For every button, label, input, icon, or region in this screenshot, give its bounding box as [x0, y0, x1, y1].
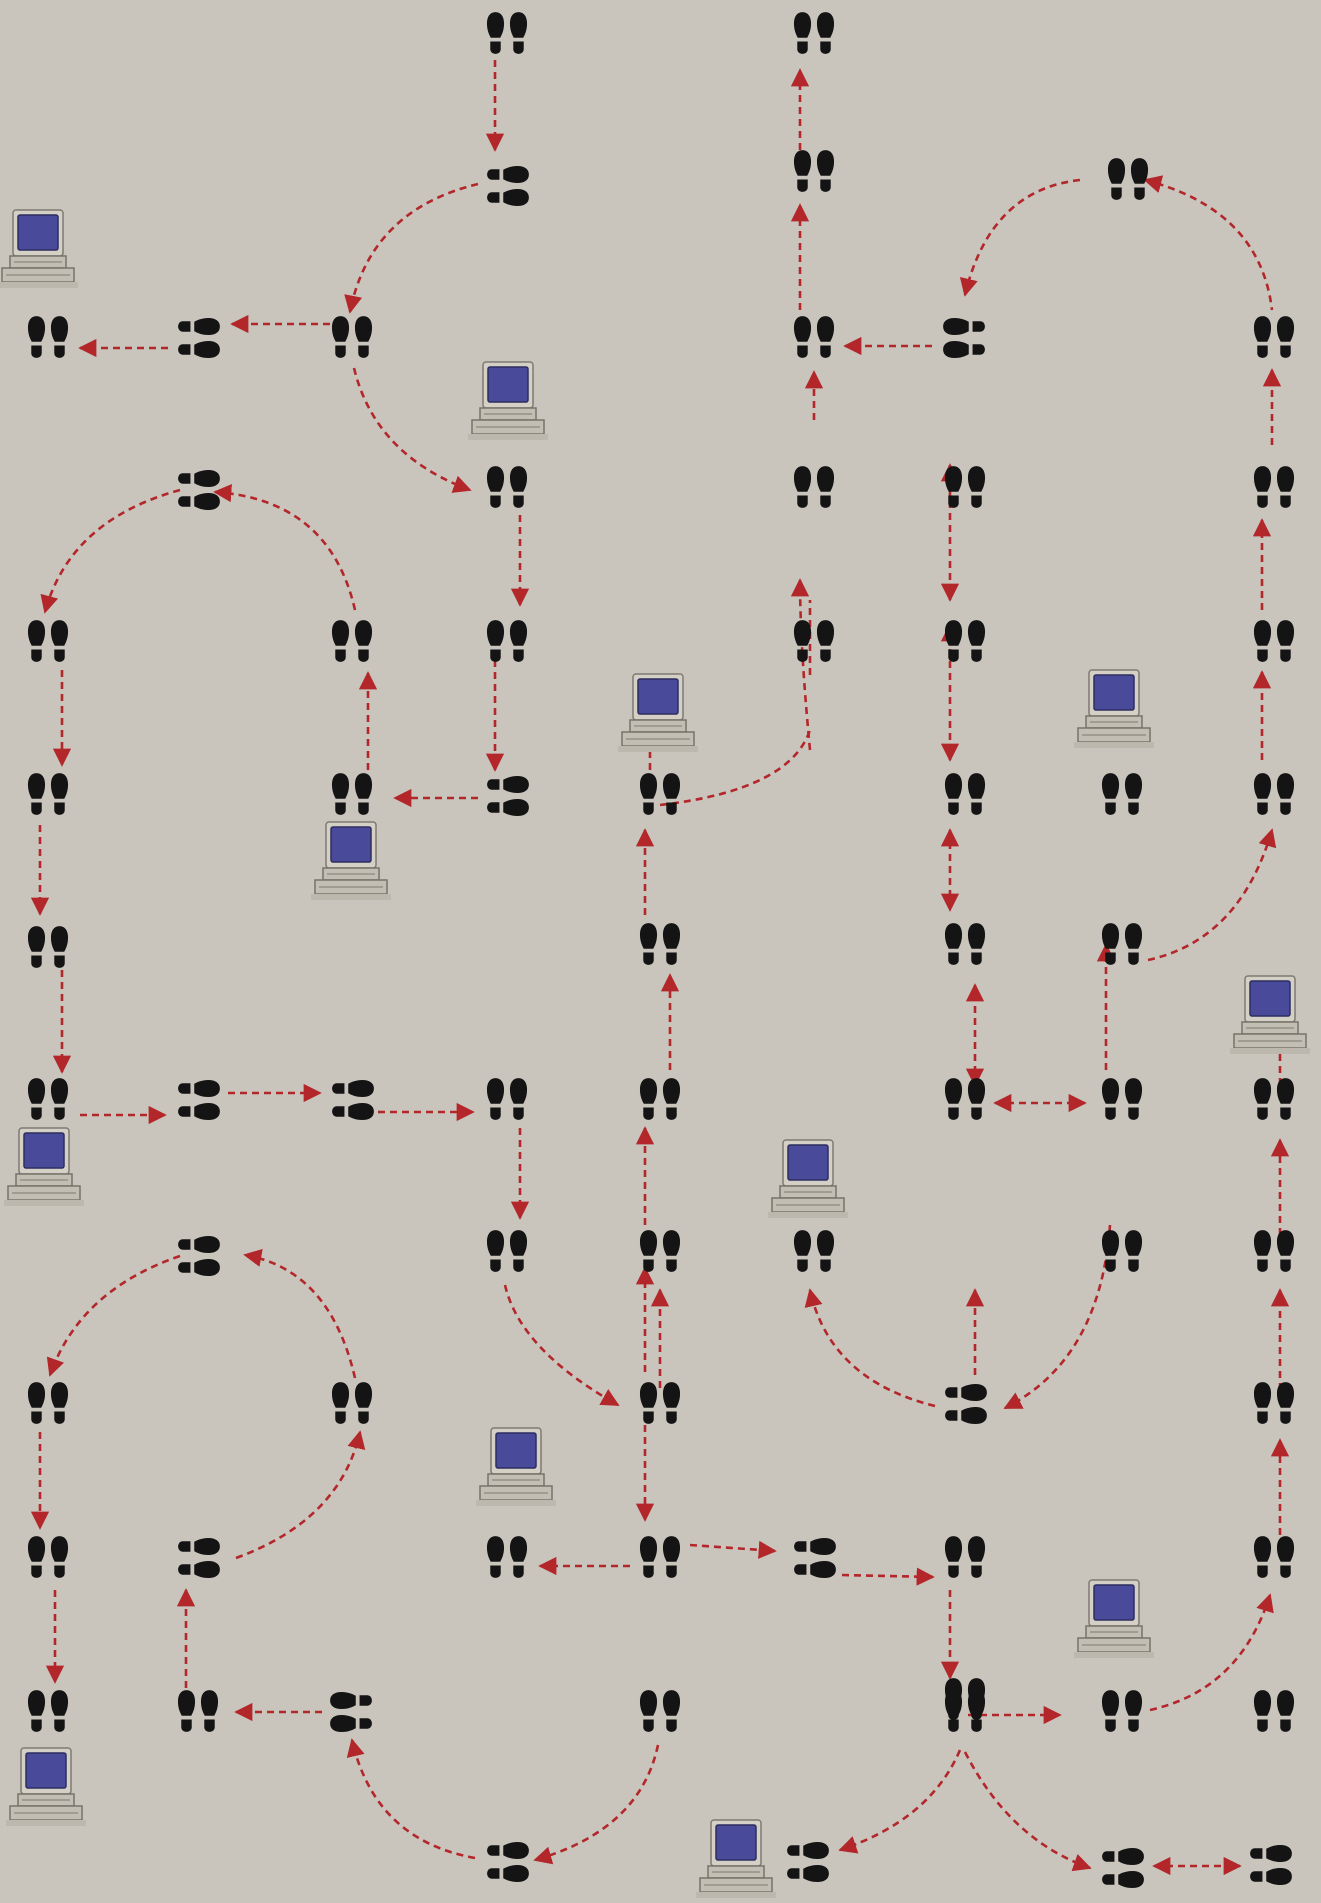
footprint-path-diagram [0, 0, 1321, 1903]
